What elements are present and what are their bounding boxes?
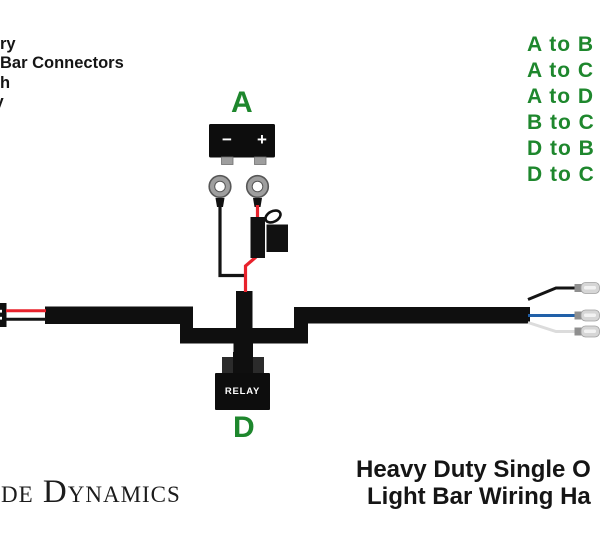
battery-plus-sign: + bbox=[257, 130, 267, 149]
battery-label: A bbox=[231, 86, 253, 119]
harness-right-arm bbox=[294, 307, 530, 324]
relay-tab-left bbox=[222, 357, 233, 374]
battery-post-left bbox=[221, 156, 234, 165]
legend-right-line-3: A to D bbox=[527, 84, 595, 108]
right-black-wire bbox=[527, 286, 578, 301]
left-connector-notch-top bbox=[0, 309, 2, 313]
ring-terminal-left bbox=[208, 174, 232, 207]
left-connector-group bbox=[0, 303, 46, 327]
harness bbox=[45, 291, 530, 375]
terminal-sleeve bbox=[574, 284, 582, 292]
battery-post-right bbox=[254, 156, 267, 165]
legend-right-line-4: B to C bbox=[527, 110, 595, 134]
legend-right-line-2: A to C bbox=[527, 58, 595, 82]
left-connector bbox=[0, 303, 7, 327]
left-connector-notch-bottom bbox=[0, 316, 2, 320]
battery-group bbox=[209, 124, 275, 165]
legend-right-line-6: D to C bbox=[527, 162, 595, 186]
battery-negative-wire bbox=[218, 205, 246, 278]
bullet-terminal-top bbox=[574, 282, 600, 294]
product-title-line-2: Light Bar Wiring Ha bbox=[367, 483, 591, 510]
ring-crimp bbox=[215, 198, 225, 207]
legend-left-line-4-text: y bbox=[0, 93, 4, 111]
ring-crimp bbox=[253, 198, 262, 207]
right-output-group bbox=[527, 282, 600, 338]
fuse-cap bbox=[266, 224, 288, 252]
relay-body bbox=[215, 373, 270, 410]
harness-trunk-up bbox=[236, 291, 253, 333]
legend-right-line-1: A to B bbox=[527, 33, 595, 56]
terminal-highlight bbox=[584, 286, 596, 290]
harness-left-arm bbox=[45, 306, 193, 324]
ring-hole bbox=[251, 180, 264, 193]
terminal-sleeve bbox=[574, 327, 582, 336]
battery-positive-wire-lower bbox=[243, 255, 258, 292]
battery-body bbox=[209, 124, 275, 158]
right-white-wire bbox=[527, 321, 578, 333]
bullet-terminal-bottom bbox=[574, 325, 600, 338]
fuse-body bbox=[250, 217, 265, 258]
battery-minus-sign: − bbox=[222, 130, 232, 149]
terminal-highlight bbox=[584, 313, 596, 317]
relay-label: D bbox=[233, 411, 255, 444]
legend-left-line-2: Bar Connectors bbox=[0, 54, 124, 72]
fuse-holder bbox=[250, 209, 288, 258]
relay-neck bbox=[233, 352, 253, 375]
relay-box-text: RELAY bbox=[224, 386, 261, 397]
relay-tab-right bbox=[253, 357, 264, 374]
legend-right: A to B A to C A to D B to C D to B D to … bbox=[527, 32, 595, 187]
legend-left-line-4: y bbox=[0, 93, 4, 111]
bullet-terminal-middle bbox=[574, 309, 600, 322]
relay-group bbox=[215, 357, 270, 410]
harness-center-bar bbox=[180, 327, 308, 344]
terminal-highlight bbox=[584, 329, 596, 333]
ring-terminal-right bbox=[245, 174, 270, 207]
terminal-sleeve bbox=[574, 311, 582, 320]
legend-left-line-3: h bbox=[0, 73, 11, 92]
product-title-line-1: Heavy Duty Single O bbox=[356, 456, 591, 483]
fuse-wire-loop bbox=[264, 209, 282, 224]
ring-hole bbox=[214, 180, 226, 193]
legend-left-line-1: ry bbox=[0, 35, 16, 53]
legend-right-line-5: D to B bbox=[527, 136, 595, 160]
diode-dynamics-logo: de Dynamics bbox=[1, 474, 181, 510]
